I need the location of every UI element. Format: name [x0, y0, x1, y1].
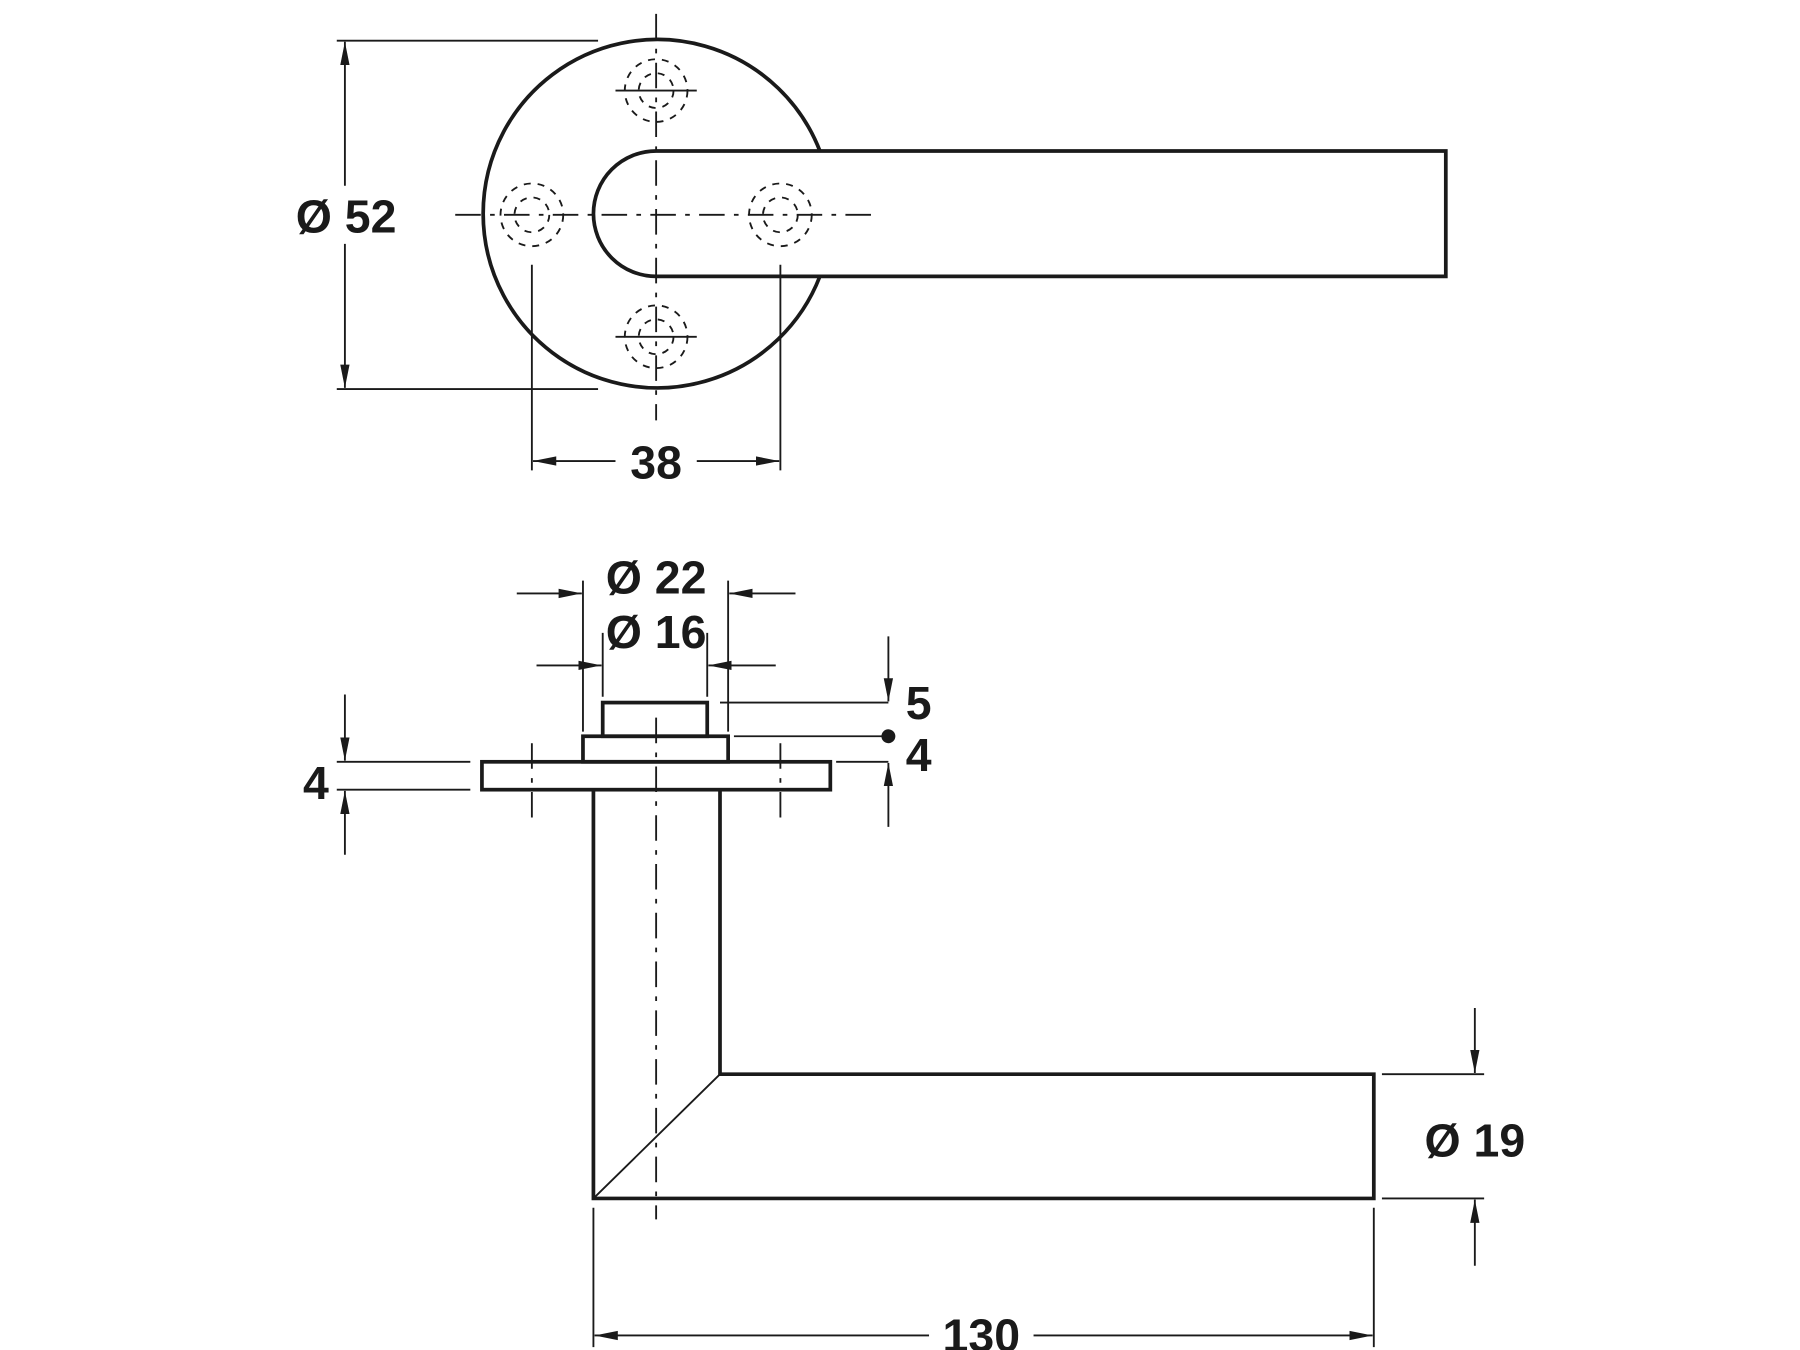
side-view: Ø 22 Ø 16 5 4 4	[303, 551, 1525, 1350]
lever-bend-line	[592, 1073, 721, 1200]
lever-diameter-label: Ø 19	[1424, 1115, 1525, 1167]
dimension-dot	[881, 729, 896, 744]
hole-spacing-label: 38	[630, 436, 682, 488]
top-view: Ø 52 38	[296, 13, 1448, 488]
dimension-rose-thickness: 4	[303, 694, 471, 855]
screw-hole-right	[748, 182, 813, 248]
rose-thickness-label: 4	[303, 757, 329, 809]
rose-outline	[481, 37, 822, 390]
dimension-lever-length: 130	[592, 1207, 1375, 1350]
dimension-collar-diameter: Ø 22	[516, 551, 796, 732]
collar-diameter-label: Ø 22	[606, 551, 707, 603]
lever-outline-side	[591, 789, 1376, 1201]
dimension-spindle-diameter: Ø 16	[536, 606, 776, 697]
screw-hole-bottom	[615, 304, 697, 370]
dimension-hole-spacing: 38	[530, 264, 782, 488]
dimension-spindle-collar-height: 5 4	[720, 636, 932, 827]
spindle-top	[600, 700, 710, 739]
dimension-lever-diameter: Ø 19	[1381, 1008, 1525, 1266]
screw-hole-top	[615, 58, 697, 123]
collar-height-label: 4	[906, 729, 932, 781]
lever-outline-top	[591, 149, 1448, 279]
spindle-diameter-label: Ø 16	[606, 606, 707, 658]
lever-length-label: 130	[943, 1310, 1020, 1350]
dimension-rose-diameter: Ø 52	[296, 39, 599, 390]
rose-diameter-label: Ø 52	[296, 190, 397, 242]
spindle-height-label: 5	[906, 677, 932, 729]
